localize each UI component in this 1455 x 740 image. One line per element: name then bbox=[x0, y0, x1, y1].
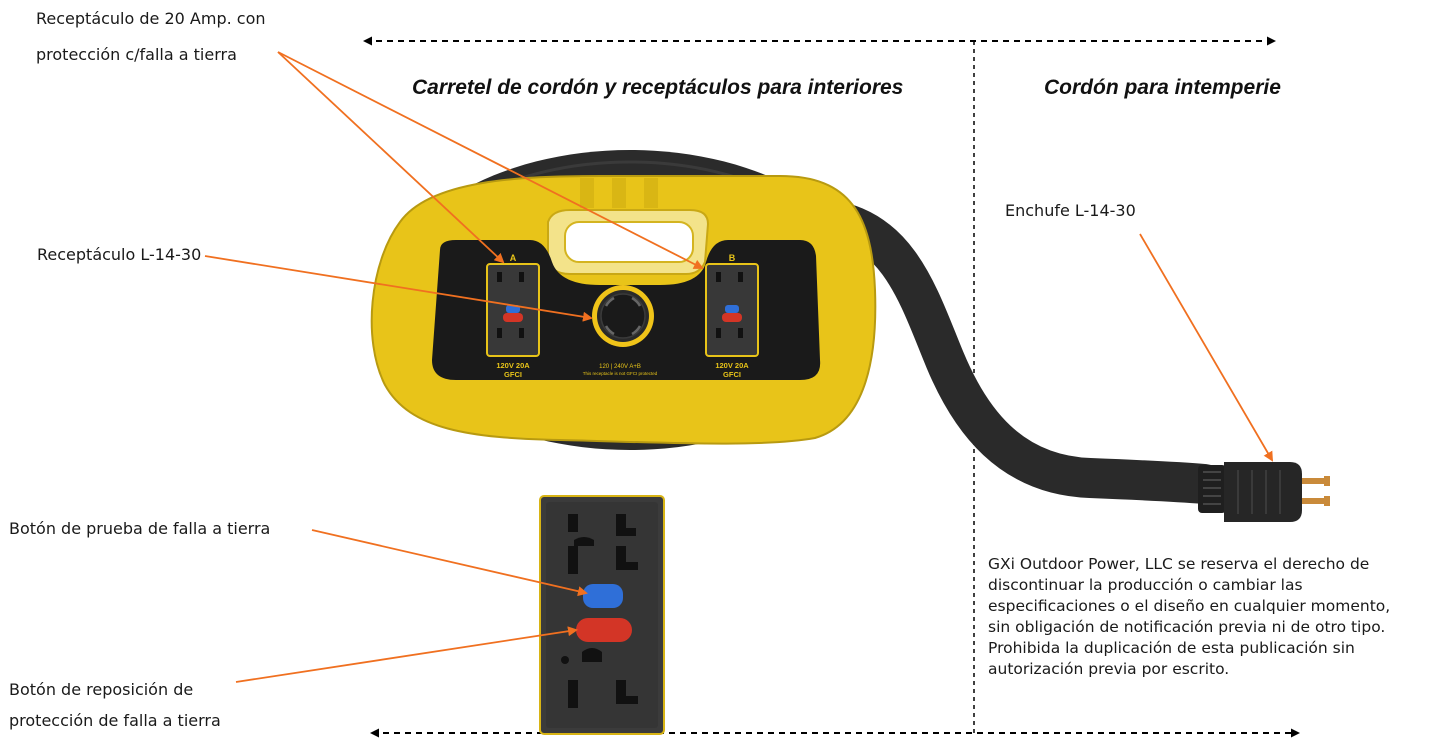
outdoor-section-title: Cordón para intemperie bbox=[1044, 76, 1281, 99]
test-button-label: Botón de prueba de falla a tierra bbox=[9, 519, 271, 538]
l1430-receptacle bbox=[592, 285, 654, 347]
arrow-l1430-plug bbox=[1139, 233, 1274, 462]
arrow-reset-button bbox=[235, 626, 578, 683]
outlet-a-type: GFCI bbox=[504, 370, 522, 379]
reset-button-label-line1: Botón de reposición de bbox=[9, 680, 194, 699]
center-receptacle-note: This receptacle is not GFCI protected bbox=[583, 371, 658, 376]
reset-button-label-line2: protección de falla a tierra bbox=[9, 711, 221, 730]
disclaimer: GXi Outdoor Power, LLC se reserva el der… bbox=[988, 554, 1448, 680]
l1430-receptacle-label: Receptáculo L-14-30 bbox=[37, 245, 202, 264]
disclaimer-line: autorización previa por escrito. bbox=[988, 660, 1230, 678]
l1430-plug-label: Enchufe L-14-30 bbox=[1005, 201, 1136, 220]
l1430-plug bbox=[1198, 462, 1330, 522]
gfci-outlet-a bbox=[486, 263, 540, 357]
outdoor-cord bbox=[810, 200, 1225, 504]
gfci-outlet-detail bbox=[539, 495, 665, 735]
disclaimer-line: sin obligación de notificación previa ni… bbox=[988, 618, 1386, 636]
arrow-gfci-a bbox=[277, 51, 505, 264]
indoor-section-title: Carretel de cordón y receptáculos para i… bbox=[412, 76, 904, 99]
arrow-l1430-receptacle bbox=[204, 255, 593, 322]
gfci-receptacle-label-line1: Receptáculo de 20 Amp. con bbox=[36, 9, 266, 28]
disclaimer-line: Prohibida la duplicación de esta publica… bbox=[988, 639, 1355, 657]
outlet-b-letter: B bbox=[729, 253, 736, 263]
outlet-b-type: GFCI bbox=[723, 370, 741, 379]
disclaimer-line: GXi Outdoor Power, LLC se reserva el der… bbox=[988, 555, 1370, 573]
arrow-test-button bbox=[311, 529, 588, 597]
disclaimer-line: discontinuar la producción o cambiar las bbox=[988, 576, 1303, 594]
gfci-outlet-b bbox=[705, 263, 759, 357]
outlet-a-rating: 120V 20A bbox=[496, 361, 530, 370]
disclaimer-line: especificaciones o el diseño en cualquie… bbox=[988, 597, 1391, 615]
center-receptacle-rating: 120 | 240V A+B bbox=[599, 364, 641, 370]
arrow-gfci-b bbox=[277, 51, 704, 269]
outlet-a-letter: A bbox=[510, 253, 517, 263]
outlet-b-rating: 120V 20A bbox=[715, 361, 749, 370]
gfci-receptacle-label-line2: protección c/falla a tierra bbox=[36, 45, 237, 64]
